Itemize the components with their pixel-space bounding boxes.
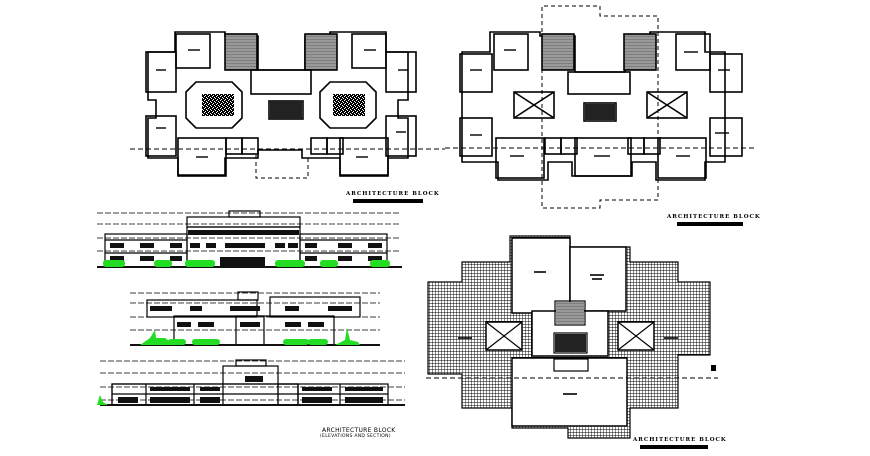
plan-caption: ARCHITECTURE BLOCK	[346, 191, 440, 197]
elevations-caption: ARCHITECTURE BLOCK	[322, 427, 396, 434]
caption-underline	[353, 199, 423, 203]
plan-caption: ARCHITECTURE BLOCK	[633, 437, 727, 443]
elevations-subcaption: (ELEVATIONS AND SECTION)	[320, 434, 391, 439]
caption-underline	[640, 445, 708, 449]
caption-underline	[677, 222, 743, 226]
plan-caption: ARCHITECTURE BLOCK	[667, 214, 761, 220]
